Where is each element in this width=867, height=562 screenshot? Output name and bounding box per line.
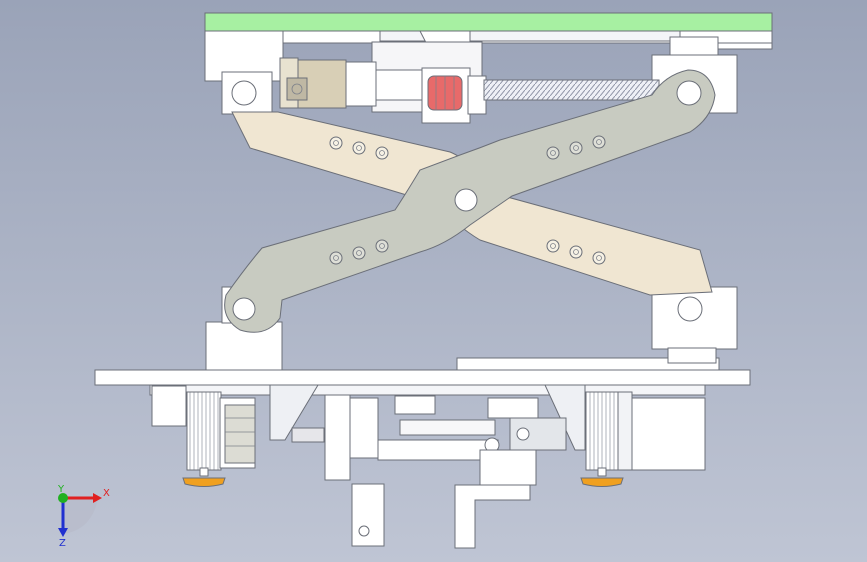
crank-rail (487, 397, 539, 419)
bearing-seat (467, 75, 487, 115)
center-mount-plate (324, 394, 351, 481)
right-top-rail-cap (717, 42, 773, 50)
drive-motor-connector-pin (291, 83, 303, 95)
center-slider (479, 449, 537, 486)
right-top-block (669, 36, 719, 58)
axis-z-label: Z (59, 538, 66, 549)
left-foot-stem (199, 467, 209, 477)
under-frame (149, 384, 706, 396)
arm-bolt-holes (329, 135, 606, 265)
right-foot-stem (597, 467, 607, 477)
axis-y-label: Y (57, 484, 65, 495)
right-box-housing (624, 397, 706, 471)
axis-arrow-x-icon (93, 493, 102, 503)
axis-origin-y-icon (58, 493, 68, 503)
center-top-cap (394, 395, 436, 415)
crank-pin (516, 427, 530, 441)
top-plate (204, 12, 773, 32)
triad-sweep (63, 498, 98, 534)
right-bottom-guide (667, 347, 717, 364)
lower-motor-body (224, 404, 256, 464)
vertical-guide (351, 483, 385, 547)
drive-motor-end-cap (345, 61, 377, 107)
left-foot-column (186, 391, 222, 471)
upper-right-pivot (676, 80, 702, 106)
base-rail (456, 357, 720, 371)
axis-triad: X Z Y (57, 484, 110, 549)
right-foot-column (585, 391, 621, 471)
center-mount-block (349, 397, 379, 459)
base-plate (94, 369, 751, 386)
left-under-gusset (269, 384, 319, 441)
right-bottom-pivot-hole (677, 296, 703, 322)
lead-screw (483, 79, 660, 101)
angle-bracket (454, 484, 531, 549)
lower-motor-shaft (291, 427, 325, 443)
right-foot-pad (580, 477, 624, 487)
left-foot-bracket (151, 385, 187, 427)
drive-motor-connector (286, 77, 308, 101)
right-box-flange (617, 391, 633, 471)
axis-x-label: X (103, 488, 110, 499)
left-top-pivot-hole (231, 80, 257, 106)
center-link (399, 419, 496, 436)
vertical-guide-hole (358, 525, 370, 537)
left-top-bearing-housing (221, 71, 273, 115)
left-foot-pad (182, 477, 226, 487)
top-frame-rail (379, 30, 681, 42)
drive-shaft-housing (375, 69, 425, 101)
lower-left-pivot (232, 297, 256, 321)
center-pivot (454, 188, 478, 212)
axis-arrow-z-icon (58, 528, 68, 537)
